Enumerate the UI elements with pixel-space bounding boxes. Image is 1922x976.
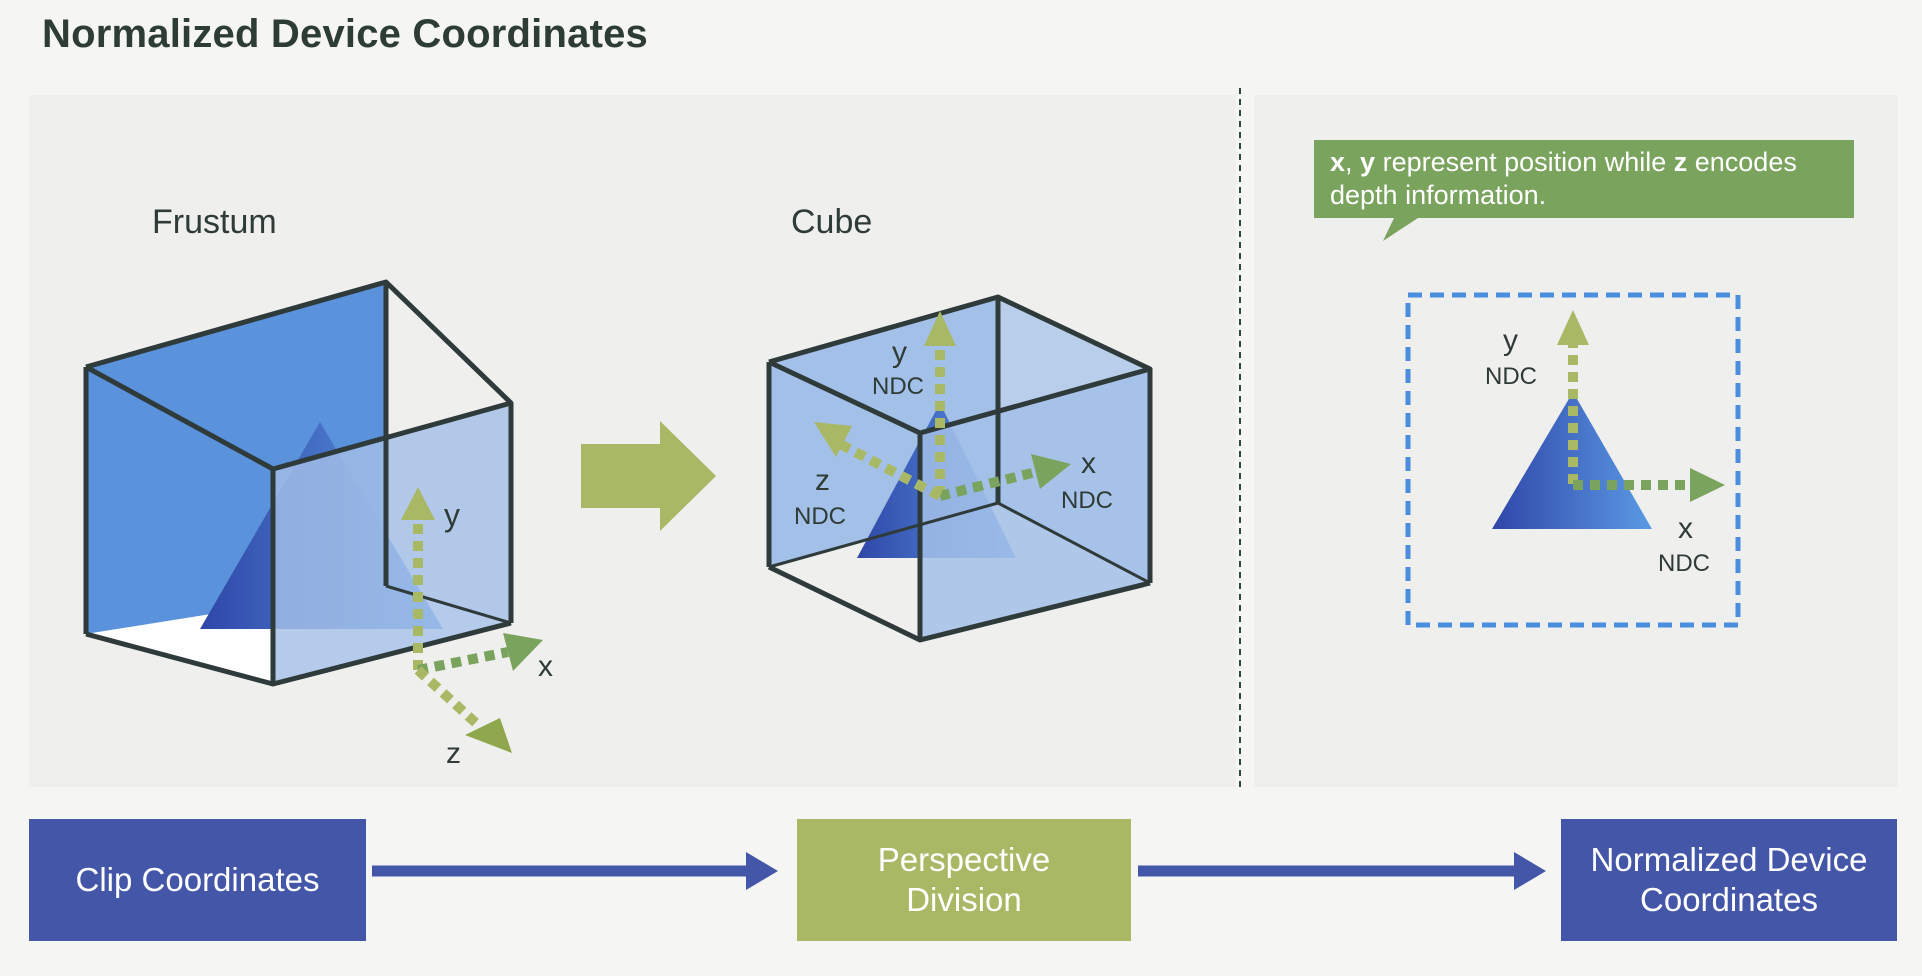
flow-arrow-2 xyxy=(1138,852,1546,890)
frustum-label: Frustum xyxy=(152,203,277,241)
cube-x-ndc-label: NDC xyxy=(1061,487,1113,514)
callout-z: z xyxy=(1673,147,1688,177)
clip-coordinates-label: Clip Coordinates xyxy=(75,861,320,898)
callout-comma: , xyxy=(1345,147,1361,177)
cube-y-label: y xyxy=(892,336,907,369)
frustum-y-label: y xyxy=(444,497,460,533)
perspective-division-box: Perspective Division xyxy=(797,819,1131,941)
cube-label: Cube xyxy=(791,203,872,241)
cube-z-axis xyxy=(837,439,943,501)
cube-x-arrowhead xyxy=(1031,454,1071,489)
callout-x: x xyxy=(1330,147,1346,177)
frustum-figure xyxy=(83,279,543,753)
cube-front-face xyxy=(920,369,1150,640)
normalized-device-coordinates-box: Normalized Device Coordinates xyxy=(1561,819,1897,941)
frustum-front-face xyxy=(273,403,511,684)
frustum-z-arrowhead xyxy=(465,718,512,753)
callout-text: x, y represent position while z encodes … xyxy=(1314,140,1854,218)
frustum-x-axis xyxy=(417,647,509,675)
frustum-x-arrowhead xyxy=(503,633,543,671)
frustum-z-axis xyxy=(414,666,482,729)
ndc-y-ndc-label: NDC xyxy=(1485,363,1537,390)
frustum-x-label: x xyxy=(538,650,553,683)
callout-y: y xyxy=(1360,147,1376,177)
ndc-x-label: x xyxy=(1678,512,1693,545)
page-title: Normalized Device Coordinates xyxy=(42,12,648,56)
ndc-y-arrowhead xyxy=(1557,310,1589,345)
flow-arrow-1 xyxy=(372,852,778,890)
perspective-division-label: Perspective Division xyxy=(877,841,1051,918)
cube-z-arrowhead xyxy=(814,422,852,457)
cube-y-ndc-label: NDC xyxy=(872,373,924,400)
callout-bubble xyxy=(1314,140,1854,241)
cube-y-arrowhead xyxy=(924,311,956,346)
cube-z-label: z xyxy=(815,464,830,497)
cube-figure xyxy=(766,294,1153,643)
transform-arrow xyxy=(581,421,716,531)
clip-coordinates-box: Clip Coordinates xyxy=(29,819,366,941)
cube-z-ndc-label: NDC xyxy=(794,503,846,530)
ndc-x-ndc-label: NDC xyxy=(1658,550,1710,577)
cube-x-label: x xyxy=(1081,447,1096,480)
normalized-device-coordinates-label: Normalized Device Coordinates xyxy=(1590,841,1868,918)
ndc-viewport-frame xyxy=(1405,292,1741,628)
callout-mid: represent position while xyxy=(1375,147,1674,177)
ndc-y-label: y xyxy=(1503,324,1518,357)
frustum-y-arrowhead xyxy=(401,487,435,520)
ndc-x-arrowhead xyxy=(1690,468,1725,502)
frustum-z-label: z xyxy=(446,737,461,770)
callout-end: encodes depth information. xyxy=(1330,147,1797,210)
